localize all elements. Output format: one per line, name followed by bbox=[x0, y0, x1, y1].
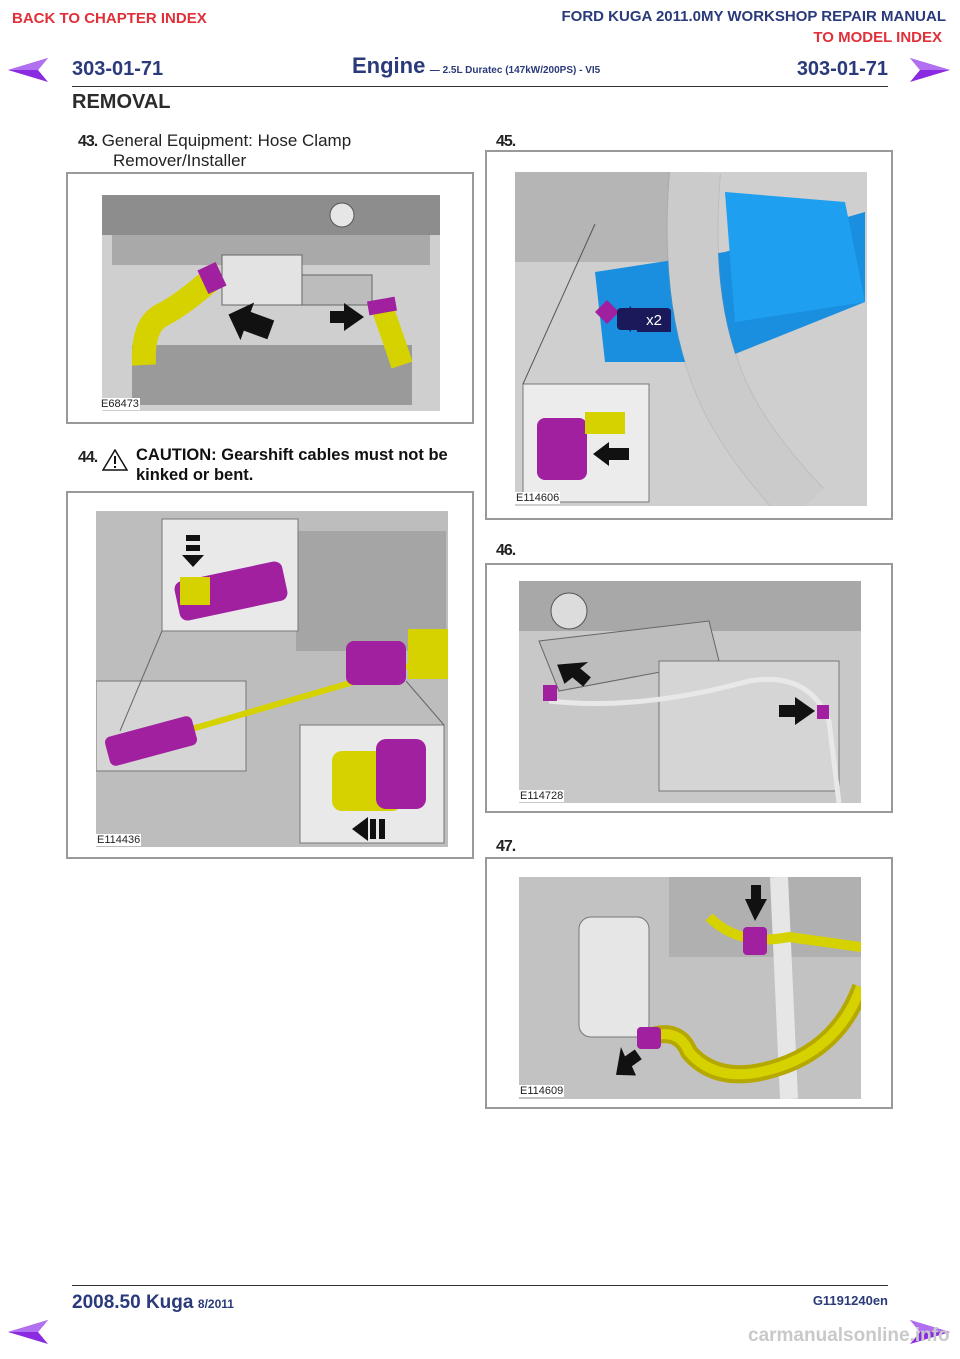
step-46-number: 46. bbox=[496, 542, 516, 559]
previous-page-arrow-icon[interactable] bbox=[8, 58, 50, 82]
manual-title: FORD KUGA 2011.0MY WORKSHOP REPAIR MANUA… bbox=[561, 8, 947, 25]
figure-e114436: E114436 bbox=[66, 491, 474, 859]
step-43-heading: 43. General Equipment: Hose Clamp bbox=[78, 131, 352, 150]
figure-e68473: E68473 bbox=[66, 172, 474, 424]
figure-e114606: x2 E114606 bbox=[485, 150, 893, 520]
footer-doc-id: G1191240en bbox=[812, 1293, 888, 1308]
step-43-text-line2: Remover/Installer bbox=[113, 151, 247, 170]
figure-label: E114436 bbox=[96, 834, 142, 846]
ground-cable-photo bbox=[519, 877, 861, 1099]
footer-rule bbox=[72, 1285, 888, 1286]
step-45-number: 45. bbox=[496, 133, 516, 150]
next-page-arrow-icon[interactable] bbox=[908, 58, 950, 82]
watermark: carmanualsonline.info bbox=[748, 1325, 950, 1346]
step-44-number: 44. bbox=[78, 449, 98, 466]
back-to-chapter-index-link[interactable]: BACK TO CHAPTER INDEX bbox=[12, 10, 207, 27]
step-47-number: 47. bbox=[496, 838, 516, 855]
page-code-left: 303-01-71 bbox=[72, 58, 164, 80]
page-code-right: 303-01-71 bbox=[796, 58, 888, 80]
wiring-clip-photo bbox=[519, 581, 861, 803]
header-rule bbox=[72, 86, 888, 87]
step-44-caution-line1: CAUTION: Gearshift cables must not be bbox=[136, 446, 448, 464]
page-title: REMOVAL bbox=[72, 91, 171, 113]
previous-page-arrow-bottom-icon[interactable] bbox=[8, 1320, 50, 1344]
figure-label: E114728 bbox=[519, 790, 565, 802]
engine-photo-hoses bbox=[102, 195, 440, 411]
section-heading: Engine — 2.5L Duratec (147kW/200PS) - VI… bbox=[352, 53, 601, 78]
figure-label: E114606 bbox=[515, 492, 561, 504]
bracket-connector-photo bbox=[515, 172, 867, 506]
step-44-caution-line2: kinked or bent. bbox=[136, 466, 254, 484]
figure-e114728: E114728 bbox=[485, 563, 893, 813]
gearshift-cable-photo bbox=[96, 511, 448, 847]
figure-label: E68473 bbox=[100, 398, 140, 410]
to-model-index-link[interactable]: TO MODEL INDEX bbox=[813, 29, 942, 46]
figure-label: E114609 bbox=[519, 1085, 565, 1097]
footer-model: 2008.50 Kuga 8/2011 bbox=[72, 1292, 234, 1313]
caution-warning-icon bbox=[101, 448, 129, 476]
quantity-callout: x2 bbox=[637, 310, 671, 332]
figure-e114609: E114609 bbox=[485, 857, 893, 1109]
next-page-arrow-bottom-icon[interactable] bbox=[908, 1320, 950, 1344]
